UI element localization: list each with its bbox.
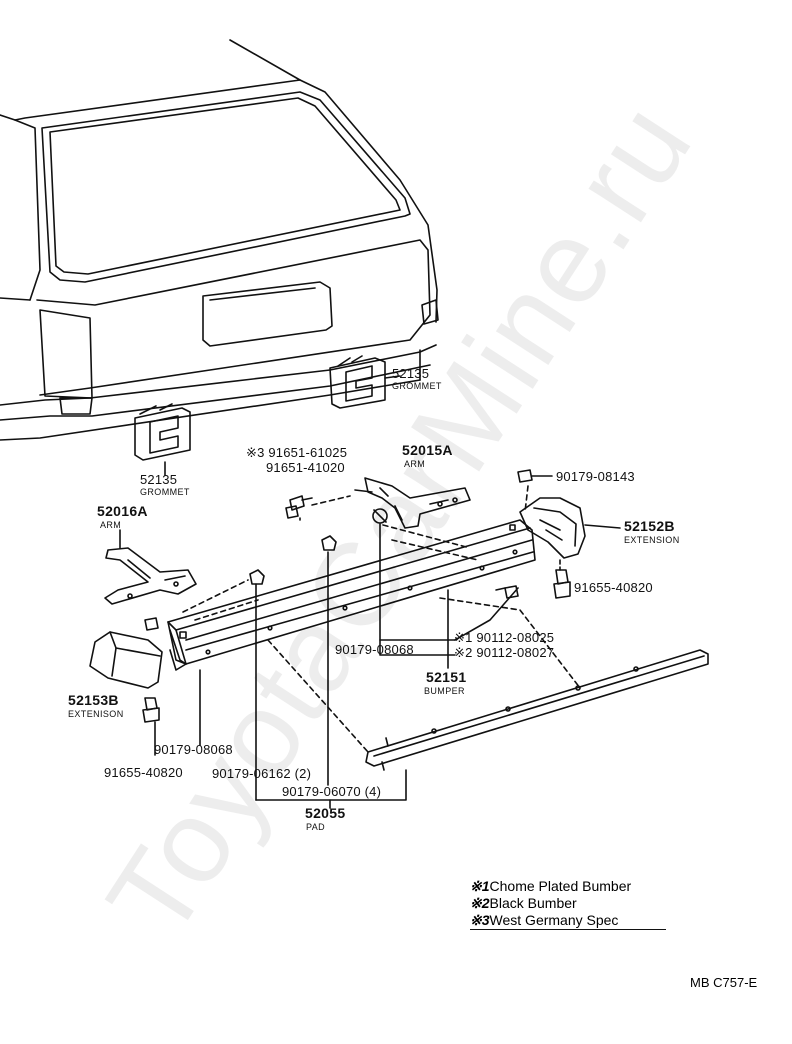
- bumper-reinforcement: [167, 519, 536, 671]
- legend-item: ※2Black Bumber: [470, 895, 670, 912]
- label-arm-right-name: ARM: [404, 459, 426, 469]
- label-nut-center: 90179-08068: [335, 642, 414, 657]
- label-bolt-west-germany: ※3 91651-61025: [246, 445, 348, 460]
- legend-text: Black Bumber: [489, 895, 577, 911]
- label-bolt-right: 91655-40820: [574, 580, 653, 595]
- label-extension-left-number: 52153B: [68, 692, 119, 708]
- label-extension-left-name: EXTENISON: [68, 709, 124, 719]
- legend: ※1Chome Plated Bumber ※2Black Bumber ※3W…: [470, 878, 670, 930]
- label-bumper-name: BUMPER: [424, 686, 465, 696]
- label-clip-a: 90179-06162 (2): [212, 766, 312, 781]
- label-extension-right-name: EXTENSION: [624, 535, 680, 545]
- fasteners: [142, 469, 571, 723]
- label-grommet-left-name: GROMMET: [140, 487, 190, 497]
- grommet-left: [134, 403, 191, 476]
- legend-mark: ※3: [470, 912, 490, 928]
- label-bolt: 91651-41020: [266, 460, 345, 475]
- arm-left: [104, 529, 197, 605]
- label-bumper-option-chrome: ※1 90112-08025: [454, 630, 555, 645]
- legend-text: Chome Plated Bumber: [489, 878, 632, 894]
- arm-right: [354, 477, 471, 529]
- label-arm-left-number: 52016A: [97, 503, 148, 519]
- legend-mark: ※2: [470, 895, 490, 911]
- drawing-reference: MB C757-E: [690, 975, 758, 990]
- label-clip-b: 90179-06070 (4): [282, 784, 382, 799]
- vehicle-rear-body: [0, 39, 439, 441]
- label-pad-name: PAD: [306, 822, 326, 832]
- label-nut-top: 90179-08143: [556, 469, 635, 484]
- label-grommet-right-name: GROMMET: [392, 381, 442, 391]
- label-bumper-option-black: ※2 90112-08027: [454, 645, 555, 660]
- label-arm-right-number: 52015A: [402, 442, 453, 458]
- pad-strip: [365, 649, 709, 771]
- extension-left: [89, 631, 163, 689]
- label-grommet-right-number: 52135: [392, 366, 430, 381]
- label-pad-number: 52055: [305, 805, 346, 821]
- label-nut-left: 90179-08068: [154, 742, 233, 757]
- leader-lines: [154, 485, 581, 809]
- grommet-right: [329, 355, 401, 409]
- legend-item: ※1Chome Plated Bumber: [470, 878, 670, 895]
- label-extension-right-number: 52152B: [624, 518, 675, 534]
- legend-text: West Germany Spec: [489, 912, 619, 928]
- label-arm-left-name: ARM: [100, 520, 122, 530]
- label-grommet-left-number: 52135: [140, 472, 178, 487]
- legend-item: ※3West Germany Spec: [470, 912, 666, 930]
- extension-right: [519, 497, 621, 559]
- legend-mark: ※1: [470, 878, 490, 894]
- label-bolt-left: 91655-40820: [104, 765, 183, 780]
- label-bumper-number: 52151: [426, 669, 467, 685]
